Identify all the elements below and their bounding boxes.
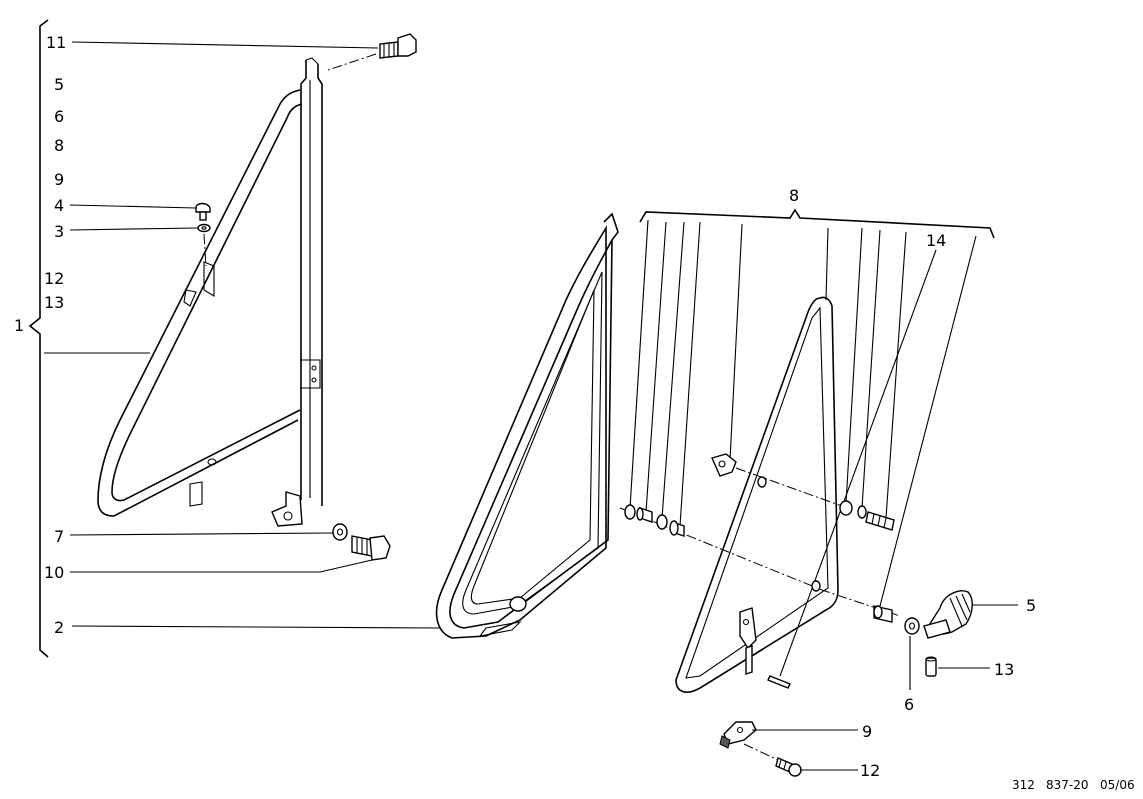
callout-10: 10 [44, 563, 64, 582]
callout-13-pin: 13 [994, 660, 1014, 679]
footer-date: 05/06 [1100, 778, 1135, 792]
callout-8-list: 8 [54, 136, 64, 155]
assembly-brace [28, 19, 49, 658]
pin-13 [925, 656, 937, 677]
washer-7 [332, 523, 348, 541]
rivet-4 [195, 202, 211, 221]
callout-4: 4 [54, 196, 64, 215]
callout-9-list: 9 [54, 170, 64, 189]
knob-5 [923, 590, 973, 639]
washer-stack-left [624, 504, 685, 537]
vent-frame-assembly [97, 57, 323, 527]
pivot-bracket-lower [739, 607, 757, 675]
callout-2: 2 [54, 618, 64, 637]
bolt-10 [351, 535, 391, 561]
bolt-11 [379, 33, 417, 59]
seal-frame-2 [435, 212, 619, 639]
callout-6-washer: 6 [904, 695, 914, 714]
washer-6 [904, 617, 920, 635]
callout-leaders [44, 41, 1018, 771]
callout-5-list: 5 [54, 75, 64, 94]
callout-11: 11 [46, 33, 66, 52]
group-leaders [629, 219, 977, 677]
fastener-stack-right [839, 500, 895, 531]
footer-page: 312 [1012, 778, 1035, 792]
pivot-stud [873, 605, 893, 623]
pivot-bracket-upper [711, 453, 767, 488]
callout-5-knob: 5 [1026, 596, 1036, 615]
callout-6-list: 6 [54, 107, 64, 126]
group-bracket-8 [639, 208, 995, 239]
callout-7: 7 [54, 527, 64, 546]
footer-ref: 837-20 [1046, 778, 1089, 792]
callout-1: 1 [14, 316, 24, 335]
callout-14: 14 [926, 231, 946, 250]
callout-9-clamp: 9 [862, 722, 872, 741]
callout-13-list: 13 [44, 293, 64, 312]
callout-3: 3 [54, 222, 64, 241]
washer-3 [197, 223, 211, 233]
clamp-9 [719, 721, 757, 749]
glass-pane [675, 296, 839, 693]
screw-12 [775, 757, 802, 777]
callout-12-list: 12 [44, 269, 64, 288]
callout-8-group: 8 [789, 186, 799, 205]
callout-12-screw: 12 [860, 761, 880, 780]
